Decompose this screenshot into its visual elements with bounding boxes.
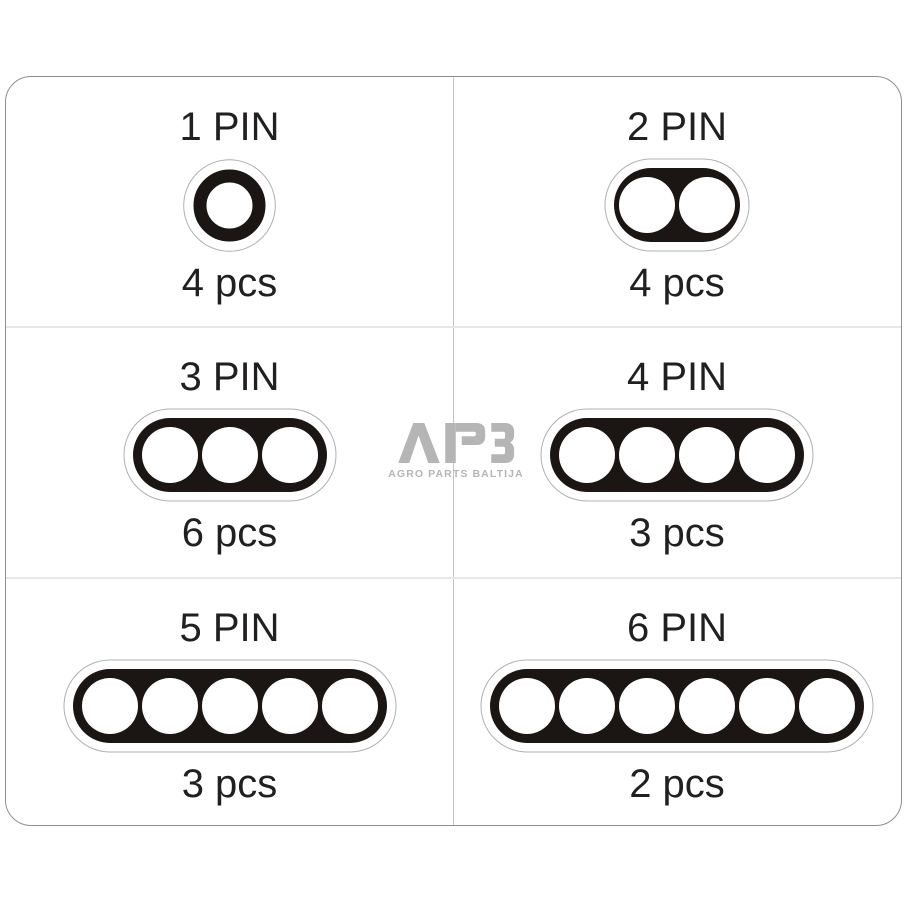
- connector-grid: 1 PIN 4 pcs 2 PIN 4 pcs 3 PIN 6 pcs 4 PI…: [6, 77, 901, 825]
- pieces-count-label: 4 pcs: [629, 261, 725, 305]
- pin-count-label: 4 PIN: [626, 355, 728, 399]
- pin-count-label: 1 PIN: [179, 105, 280, 149]
- pieces-count-label: 6 pcs: [181, 511, 278, 555]
- cell-5-pin: 5 PIN 3 pcs: [6, 578, 453, 827]
- cell-2-pin: 2 PIN 4 pcs: [453, 77, 901, 327]
- grid-divider-horizontal-2: [6, 577, 901, 579]
- pieces-count-label: 3 pcs: [629, 511, 725, 555]
- pin-count-label: 5 PIN: [179, 606, 280, 650]
- pin-count-label: 3 PIN: [179, 355, 280, 399]
- connector-3-pin-graphic: [123, 400, 337, 510]
- connector-6-pin-graphic: [480, 651, 874, 761]
- cell-6-pin: 6 PIN 2 pcs: [453, 578, 901, 827]
- pin-count-label: 2 PIN: [626, 105, 728, 149]
- pieces-count-label: 2 pcs: [629, 762, 725, 806]
- connector-5-pin-graphic: [63, 651, 397, 761]
- pieces-count-label: 3 pcs: [181, 762, 278, 806]
- grid-divider-horizontal-1: [6, 326, 901, 328]
- grid-divider-vertical: [453, 77, 454, 825]
- pieces-count-label: 4 pcs: [181, 261, 278, 305]
- connector-4-pin-graphic: [540, 400, 814, 510]
- cell-3-pin: 3 PIN 6 pcs: [6, 327, 453, 578]
- pin-count-label: 6 PIN: [626, 606, 728, 650]
- cell-4-pin: 4 PIN 3 pcs: [453, 327, 901, 578]
- cell-1-pin: 1 PIN 4 pcs: [6, 77, 453, 327]
- connector-1-pin-graphic: [182, 150, 277, 260]
- connector-2-pin-graphic: [604, 150, 750, 260]
- connector-chart-panel: 1 PIN 4 pcs 2 PIN 4 pcs 3 PIN 6 pcs 4 PI…: [5, 76, 902, 826]
